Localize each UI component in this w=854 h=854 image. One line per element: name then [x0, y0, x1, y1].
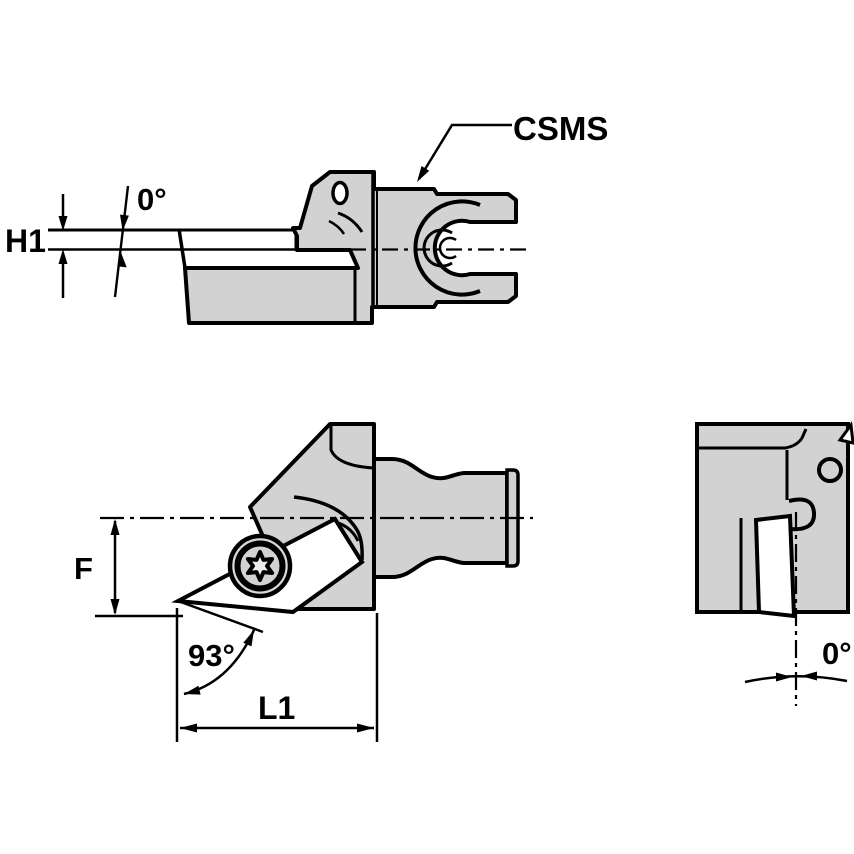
l1-left-arrowhead — [180, 723, 197, 733]
lead-lower-arrowhead — [184, 685, 201, 695]
inclination-right-arrowhead — [801, 671, 817, 681]
f-upper-arrowhead — [110, 519, 120, 535]
dim-h1: H1 — [5, 194, 68, 298]
l1-right-arrowhead — [357, 723, 374, 733]
l1-label: L1 — [258, 690, 295, 726]
coupling-inner-arc — [422, 228, 453, 268]
dim-l1: L1 — [175, 608, 379, 742]
csms-leader-line — [417, 123, 512, 180]
clamp-seat-curve — [328, 219, 346, 235]
side-view — [48, 170, 528, 325]
clamp-screw-hole — [331, 180, 349, 206]
f-label: F — [74, 551, 93, 586]
corner-notch — [837, 421, 854, 445]
rake-lower-arrowhead — [117, 251, 127, 268]
rake-angle-line — [113, 185, 130, 298]
clamp-lobe — [788, 497, 817, 532]
end-view-insert — [753, 513, 797, 619]
side-view-body — [183, 170, 518, 325]
dim-rake-angle: 0° — [113, 182, 167, 298]
blade-curve-outer — [293, 495, 364, 561]
end-view-screw-hole — [817, 457, 843, 483]
coupling-center-arc — [438, 236, 457, 260]
inclination-arc — [744, 674, 848, 684]
lead-angle-leg — [177, 599, 264, 634]
inclination-left-arrowhead — [776, 672, 792, 682]
dim-inclination-angle: 0° — [744, 636, 852, 684]
rake-angle-label: 0° — [137, 182, 167, 217]
lead-upper-arrowhead — [243, 630, 254, 647]
h1-lower-arrowhead — [58, 249, 68, 264]
csms-label: CSMS — [513, 110, 608, 147]
dimensions: H1 0° CSMS F 93° — [5, 110, 852, 742]
torx-socket — [245, 550, 275, 582]
csms-arrowhead — [417, 166, 430, 182]
end-view — [695, 421, 854, 706]
h1-label: H1 — [5, 223, 46, 259]
dim-f: F — [74, 519, 183, 618]
end-view-top-step — [697, 428, 808, 450]
dim-lead-angle: 93° — [177, 599, 264, 696]
h1-upper-arrowhead — [58, 216, 68, 231]
clamp-throat-curve — [337, 211, 364, 233]
coupling-outer-arc — [413, 199, 481, 297]
lead-angle-label: 93° — [188, 638, 235, 673]
head-step-line — [329, 424, 375, 470]
inclination-angle-label: 0° — [822, 636, 852, 671]
rake-upper-arrowhead — [120, 214, 129, 231]
csms-callout: CSMS — [417, 110, 608, 182]
f-lower-arrowhead — [110, 599, 120, 615]
front-view — [100, 422, 533, 615]
